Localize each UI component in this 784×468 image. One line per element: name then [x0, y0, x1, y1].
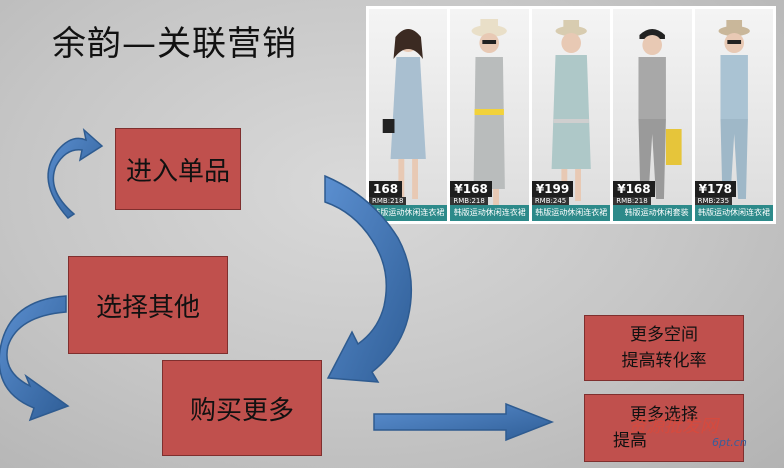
watermark-text: 资源批发网	[628, 416, 718, 437]
original-price: RMB:218	[613, 197, 651, 205]
page-title: 余韵—关联营销	[52, 24, 297, 64]
product-panel: ¥168 RMB:218 韩版运动休闲连衣裙	[450, 9, 529, 221]
buy-more-label: 购买更多	[189, 395, 294, 426]
enter-item-box: 进入单品	[115, 128, 241, 210]
product-caption: 韩版运动休闲连衣裙	[369, 205, 448, 221]
price-tag: ¥168	[450, 181, 492, 197]
original-price: RMB:218	[450, 197, 488, 205]
price-tag: ¥199	[531, 181, 574, 197]
more-space-box: 更多空间 提高转化率	[584, 315, 744, 381]
model-figure-image	[551, 20, 591, 201]
model-figure-image	[638, 29, 682, 199]
price-tag: ¥168	[613, 181, 655, 197]
product-caption: 韩版运动休闲连衣裙	[694, 205, 774, 221]
price-tag: ¥178	[694, 181, 737, 197]
product-panel: ¥199 RMB:245 韩版运动休闲连衣裙	[531, 9, 611, 221]
model-figure-image	[471, 19, 508, 209]
product-panel: 168 RMB:218 韩版运动休闲连衣裙	[369, 9, 448, 221]
more-space-line1: 更多空间	[630, 325, 698, 345]
more-space-line2: 提高转化率	[621, 351, 707, 371]
model-figure-image	[382, 29, 426, 199]
enter-item-label: 进入单品	[125, 156, 230, 187]
curved-arrow-to-enter-item	[47, 127, 104, 219]
original-price: RMB:245	[531, 197, 570, 205]
product-photo-strip: 168 RMB:218 韩版运动休闲连衣裙 ¥168 RMB:218 韩版运动休…	[366, 6, 776, 224]
large-curved-arrow-to-buy-more	[324, 174, 413, 383]
product-caption: 韩版运动休闲连衣裙	[450, 205, 529, 221]
curved-arrow-choose-to-buy	[0, 295, 70, 422]
product-caption: 韩版运动休闲套装	[613, 205, 692, 221]
model-figure-image	[718, 20, 750, 199]
product-panel: ¥168 RMB:218 韩版运动休闲套装	[613, 9, 692, 221]
straight-arrow-to-results	[373, 402, 555, 442]
more-choice-box: 更多选择 提高	[584, 394, 744, 462]
choose-other-box: 选择其他	[68, 256, 228, 354]
watermark-url: 6pt.cn	[712, 436, 747, 449]
original-price: RMB:218	[369, 197, 407, 205]
product-panel: ¥178 RMB:235 韩版运动休闲连衣裙	[694, 9, 774, 221]
product-caption: 韩版运动休闲连衣裙	[531, 205, 611, 221]
price-tag: 168	[369, 181, 403, 197]
more-choice-line2: 提高	[613, 431, 647, 451]
more-choice-line1: 更多选择	[630, 405, 698, 425]
original-price: RMB:235	[694, 197, 733, 205]
choose-other-label: 选择其他	[95, 292, 200, 323]
buy-more-box: 购买更多	[162, 360, 322, 456]
